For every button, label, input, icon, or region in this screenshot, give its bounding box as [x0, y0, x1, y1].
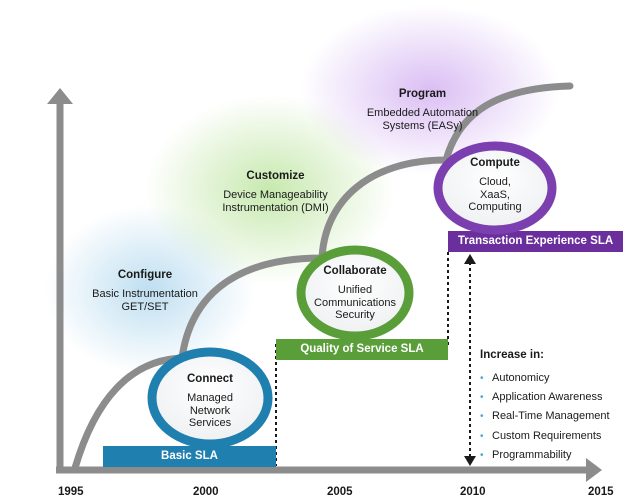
- connect-title: Connect: [187, 373, 233, 385]
- compute-ring: [433, 141, 557, 235]
- connect-line: Network: [189, 404, 231, 417]
- compute-line: Computing: [468, 201, 522, 213]
- year-1995: 1995: [58, 486, 84, 498]
- list-item: • Real-Time Management: [480, 407, 610, 426]
- program-line1: Embedded Automation: [366, 107, 479, 119]
- compute-title: Compute: [470, 157, 520, 169]
- collaborate-line: Communications: [314, 296, 396, 309]
- collaborate-title: Collaborate: [323, 265, 387, 277]
- increase-title: Increase in:: [480, 349, 544, 361]
- collaborate-text: Unified Communications Security: [295, 284, 415, 322]
- collaborate-line: Security: [335, 309, 375, 321]
- basic-sla-label: Basic SLA: [161, 450, 218, 462]
- list-item: • Programmability: [480, 446, 610, 465]
- connect-line: Managed: [187, 392, 233, 404]
- increase-arrow-up: [464, 254, 476, 264]
- program-glow: [300, 5, 560, 175]
- collaborate-line: Unified: [337, 284, 373, 296]
- list-item-label: Programmability: [492, 448, 572, 461]
- configure-line2: GET/SET: [121, 301, 169, 313]
- collaborate-ring: [296, 245, 414, 341]
- year-2010: 2010: [460, 486, 486, 498]
- program-title: Program: [398, 88, 447, 100]
- y-axis-arrow: [47, 88, 73, 104]
- qos-sla-label: Quality of Service SLA: [300, 343, 424, 355]
- list-item-label: Autonomicy: [492, 372, 550, 384]
- configure-title: Configure: [117, 269, 173, 281]
- connect-ring: [147, 347, 273, 449]
- customize-line2: Instrumentation (DMI): [222, 202, 329, 214]
- bullet-icon: •: [480, 392, 484, 404]
- qos-sla-bar: [276, 339, 448, 360]
- year-2005: 2005: [327, 486, 353, 498]
- compute-text: Cloud, XaaS, Computing: [445, 176, 545, 214]
- increase-arrow-down: [464, 456, 476, 466]
- list-item-label: Application Awareness: [492, 391, 603, 404]
- increase-list: • Autonomicy • Application Awareness • Real…: [480, 369, 610, 465]
- list-item: • Application Awareness: [480, 388, 610, 407]
- program-line2: Systems (EASy): [382, 120, 463, 132]
- compute-line: Cloud,: [479, 176, 511, 188]
- customize-title: Customize: [246, 170, 305, 182]
- year-2000: 2000: [193, 486, 219, 498]
- transaction-sla-label: Transaction Experience SLA: [457, 235, 614, 247]
- compute-line: XaaS,: [480, 188, 510, 201]
- x-axis-arrow: [586, 458, 602, 482]
- configure-line1: Basic Instrumentation: [92, 288, 198, 300]
- bullet-icon: •: [480, 449, 484, 461]
- year-2015: 2015: [588, 486, 614, 498]
- transaction-sla-bar: [448, 231, 623, 252]
- bullet-icon: •: [480, 411, 484, 423]
- list-item: • Custom Requirements: [480, 427, 610, 446]
- configure-label: Configure Basic Instrumentation GET/SET: [70, 269, 220, 314]
- basic-sla-bar: [103, 446, 276, 467]
- bullet-icon: •: [480, 373, 484, 384]
- connect-line: Services: [188, 417, 232, 429]
- connect-text: Managed Network Services: [160, 392, 260, 430]
- program-label: Program Embedded Automation Systems (EAS…: [350, 88, 495, 133]
- bullet-icon: •: [480, 430, 484, 442]
- customize-line1: Device Manageability: [223, 189, 328, 201]
- list-item-label: Real-Time Management: [492, 410, 610, 423]
- list-item: • Autonomicy: [480, 369, 610, 388]
- customize-label: Customize Device Manageability Instrumen…: [198, 170, 353, 215]
- list-item-label: Custom Requirements: [492, 429, 602, 442]
